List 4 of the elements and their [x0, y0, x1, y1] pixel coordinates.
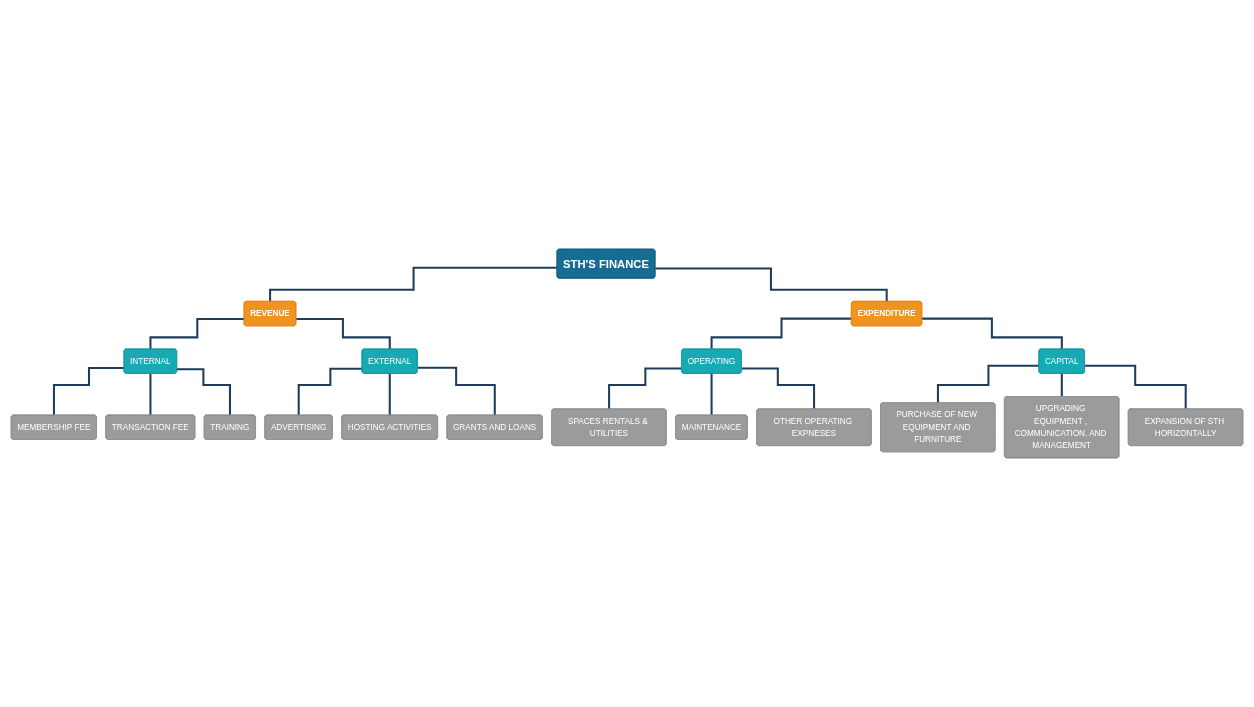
connector	[655, 267, 888, 303]
connector	[269, 266, 558, 303]
connector	[1060, 372, 1063, 398]
connector	[936, 364, 1040, 404]
